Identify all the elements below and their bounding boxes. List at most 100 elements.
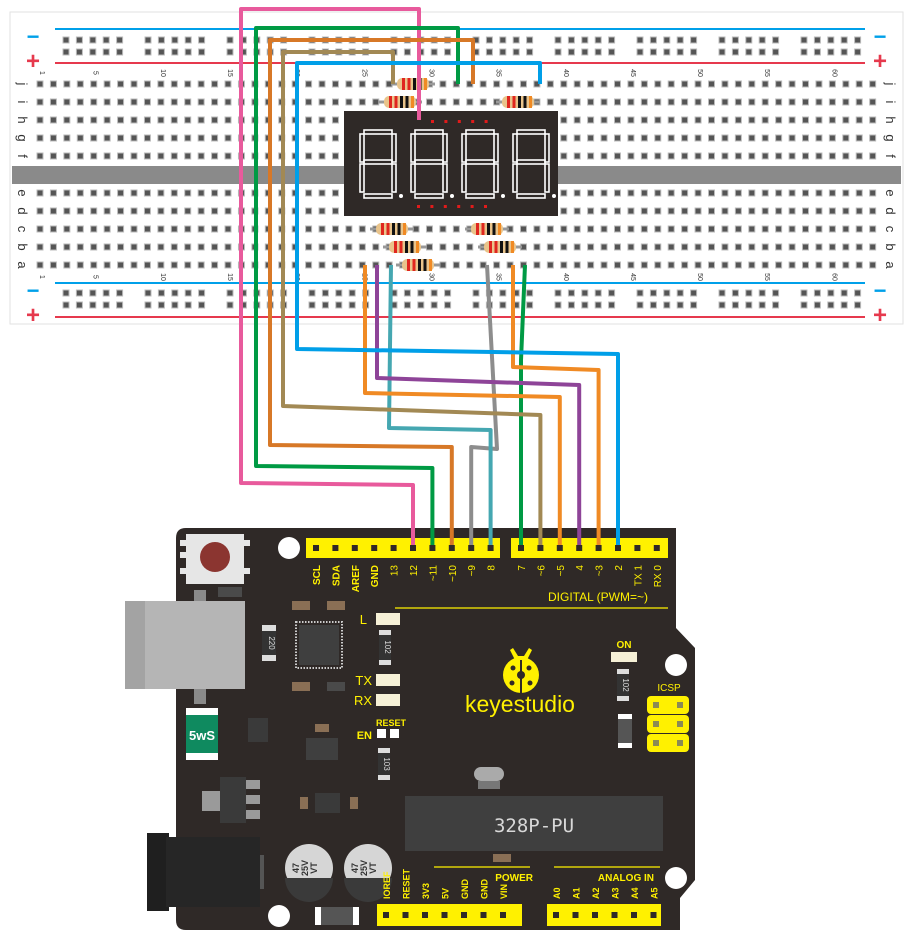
power-pin[interactable]: [500, 912, 506, 918]
wire-purple[interactable]: [375, 265, 582, 545]
analog-pin[interactable]: [611, 912, 618, 918]
wire-teal[interactable]: [387, 264, 493, 545]
breadboard-hole: [667, 261, 675, 269]
seven-segment-display[interactable]: [344, 111, 558, 216]
analog-pin-label: A3: [611, 887, 621, 899]
led-l: L: [360, 612, 400, 627]
segment: [391, 133, 397, 163]
decimal-point: [501, 194, 505, 198]
column-number: 1: [38, 275, 45, 279]
keyestudio-logo: keyestudio: [465, 648, 575, 717]
analog-pin[interactable]: [592, 912, 598, 918]
breadboard-hole: [573, 243, 581, 251]
row-letter: j: [883, 82, 898, 86]
power-pin[interactable]: [461, 912, 467, 918]
wire-orange-c[interactable]: [511, 265, 601, 545]
resistor[interactable]: [383, 241, 427, 253]
breadboard-hole: [788, 152, 796, 160]
breadboard-hole: [587, 189, 595, 197]
power-pin[interactable]: [422, 912, 428, 918]
rail-hole: [676, 48, 684, 56]
header-pin[interactable]: [448, 545, 455, 551]
power-pin[interactable]: [402, 912, 409, 918]
header-pin[interactable]: [313, 545, 319, 551]
header-pin[interactable]: [537, 545, 544, 551]
header-pin[interactable]: [634, 545, 641, 551]
power-pin[interactable]: [441, 912, 448, 918]
rail-hole: [171, 48, 179, 56]
chip-label: 328P-PU: [494, 815, 574, 837]
resistor[interactable]: [465, 223, 509, 235]
breadboard-hole: [627, 152, 635, 160]
header-pin[interactable]: [653, 545, 660, 551]
header-pin[interactable]: [518, 545, 524, 551]
rail-hole: [62, 289, 70, 297]
breadboard-hole: [721, 152, 729, 160]
breadboard-hole: [869, 225, 877, 233]
analog-pin[interactable]: [631, 912, 637, 918]
breadboard-hole: [681, 225, 689, 233]
header-pin[interactable]: [371, 545, 378, 551]
breadboard-hole: [613, 134, 621, 142]
header-pin[interactable]: [390, 545, 397, 551]
breadboard-hole: [587, 116, 595, 124]
rail-hole: [348, 289, 356, 297]
header-pin[interactable]: [429, 545, 436, 551]
resistor[interactable]: [496, 96, 540, 108]
rail-hole: [594, 36, 602, 44]
header-pin[interactable]: [468, 545, 475, 551]
breadboard-hole: [318, 261, 326, 269]
header-pin[interactable]: [410, 545, 416, 551]
header-pin[interactable]: [595, 545, 602, 551]
analog-pin-label: A2: [591, 887, 601, 899]
breadboard-hole: [721, 80, 729, 88]
breadboard-hole: [842, 152, 850, 160]
reset-button[interactable]: [180, 534, 250, 584]
analog-pin[interactable]: [553, 912, 559, 918]
header-pin[interactable]: [556, 545, 563, 551]
wire-tan[interactable]: [281, 50, 543, 545]
wire-gray[interactable]: [469, 264, 499, 545]
breadboard-hole: [36, 134, 44, 142]
wire-green-a[interactable]: [254, 26, 460, 545]
pin-label: ~11: [428, 565, 439, 582]
resistor[interactable]: [396, 259, 440, 271]
resistor-band: [476, 223, 479, 235]
pin-label: 13: [390, 565, 401, 577]
rail-hole: [526, 301, 534, 309]
breadboard-hole: [452, 261, 460, 269]
breadboard-hole: [815, 152, 823, 160]
header-pin[interactable]: [332, 545, 339, 551]
icsp-header[interactable]: [647, 696, 689, 752]
segment: [516, 193, 546, 199]
wire-green-b[interactable]: [519, 264, 527, 545]
wire-blue[interactable]: [295, 61, 620, 545]
breadboard-hole: [305, 80, 313, 88]
breadboard-hole: [694, 261, 702, 269]
breadboard-hole: [90, 80, 98, 88]
rail-hole: [800, 301, 808, 309]
header-pin[interactable]: [351, 545, 358, 551]
header-pin[interactable]: [615, 545, 621, 551]
header-pin[interactable]: [576, 545, 583, 551]
svg-text:102: 102: [383, 640, 392, 654]
breadboard-hole: [63, 134, 71, 142]
resistor-band: [405, 241, 408, 253]
breadboard-hole: [170, 152, 178, 160]
digit: [359, 129, 403, 199]
resistor[interactable]: [478, 241, 522, 253]
header-pin[interactable]: [487, 545, 494, 551]
segment: [414, 159, 444, 165]
power-pin[interactable]: [383, 912, 389, 918]
breadboard-hole: [600, 243, 608, 251]
resistor[interactable]: [378, 96, 422, 108]
wire-orange-b[interactable]: [363, 265, 562, 545]
rail-hole: [403, 301, 411, 309]
microcontroller-chip[interactable]: 328P-PU: [405, 796, 663, 851]
analog-pin[interactable]: [650, 912, 657, 918]
power-pin[interactable]: [480, 912, 487, 918]
analog-pin[interactable]: [572, 912, 579, 918]
resistor[interactable]: [370, 223, 414, 235]
breadboard-hole: [318, 152, 326, 160]
wire-orange-a[interactable]: [268, 38, 475, 545]
